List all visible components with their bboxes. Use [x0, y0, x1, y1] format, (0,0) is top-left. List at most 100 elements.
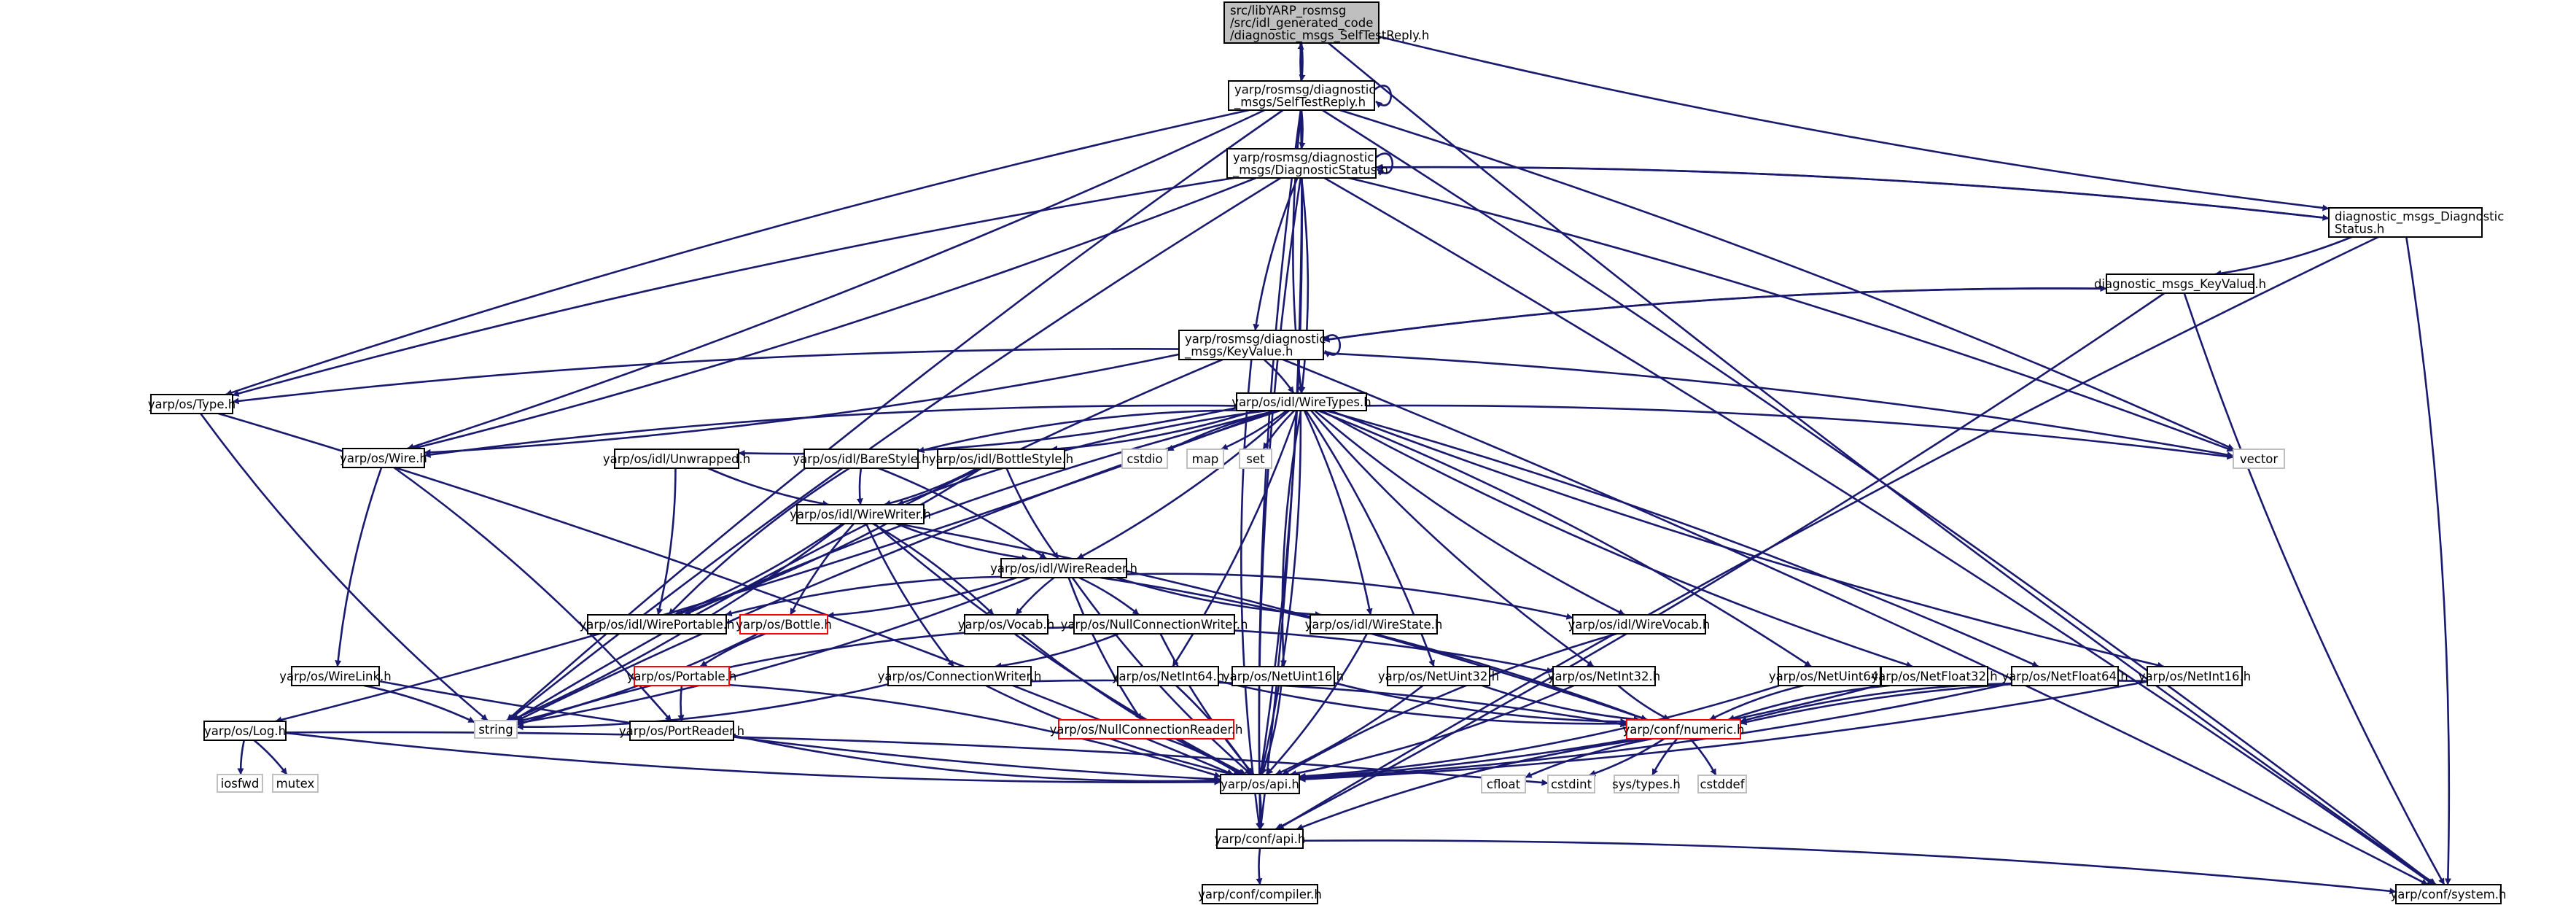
node-selftest[interactable]: yarp/rosmsg/diagnostic_msgs/SelfTestRepl…	[1228, 80, 1375, 111]
edge-netuint32-to-osapi	[1275, 684, 1424, 776]
node-label: yarp/conf/numeric.h	[1623, 723, 1745, 737]
edge-selftest-to-wire	[407, 109, 1265, 450]
node-box	[217, 774, 263, 793]
node-label: yarp/os/idl/WireTypes.h	[1231, 395, 1371, 409]
node-portreader[interactable]: yarp/os/PortReader.h	[619, 721, 744, 741]
node-label: yarp/os/ConnectionWriter.h	[878, 670, 1042, 683]
edge-wiretypes-to-netint32	[1310, 410, 1595, 668]
edge-numeric-to-cfloat	[1525, 737, 1653, 779]
edge-keyvalue-to-dmkv	[1323, 285, 2107, 341]
node-box	[937, 449, 1065, 469]
edge-bottle-to-portable	[699, 632, 766, 668]
node-label: yarp/os/idl/BareStyle.h	[793, 452, 929, 466]
node-system[interactable]: yarp/conf/system.h	[2390, 884, 2507, 904]
node-label: yarp/os/NetInt32.h	[1548, 670, 1660, 683]
node-netfloat64[interactable]: yarp/os/NetFloat64.h	[2001, 666, 2128, 686]
edge-keyvalue-to-type	[232, 348, 1180, 405]
node-label: yarp/os/Portable.h	[627, 670, 737, 683]
edge-bottlestyle-to-wireportable	[676, 467, 982, 616]
edge-wirewriter-to-connwriter	[865, 523, 955, 667]
node-label: yarp/os/idl/WireReader.h	[990, 562, 1137, 575]
edge-netuint64-to-numeric	[1709, 684, 1804, 721]
edge-wiretypes-to-wirevocab	[1314, 410, 1625, 616]
node-log[interactable]: yarp/os/Log.h	[203, 721, 287, 741]
edge-wiretypes-to-netfloat32	[1321, 409, 1913, 668]
node-unwrapped[interactable]: yarp/os/idl/Unwrapped.h	[603, 449, 750, 469]
edge-selftest-to-type	[225, 109, 1250, 396]
node-box	[1121, 449, 1168, 469]
edge-bottlestyle-to-wirewriter	[884, 467, 978, 507]
edge-selftest-to-root	[1297, 42, 1304, 82]
node-connwriter[interactable]: yarp/os/ConnectionWriter.h	[878, 666, 1042, 686]
node-netint64[interactable]: yarp/os/NetInt64.h	[1112, 666, 1224, 686]
edge-numeric-to-cstdint	[1589, 737, 1665, 777]
node-box	[1058, 719, 1234, 740]
edge-confapi-to-system	[1302, 839, 2397, 895]
node-netint32[interactable]: yarp/os/NetInt32.h	[1548, 666, 1660, 686]
edge-keyvalue-to-vector	[1323, 352, 2234, 458]
node-osapi[interactable]: yarp/os/api.h	[1220, 774, 1300, 794]
node-wireportable[interactable]: yarp/os/idl/WirePortable.h	[580, 614, 735, 635]
node-bottlestyle[interactable]: yarp/os/idl/BottleStyle.h	[929, 449, 1073, 469]
node-box	[587, 614, 727, 635]
node-label: map	[1192, 452, 1219, 466]
node-mutex: mutex	[272, 774, 319, 793]
edge-dmkv-to-confapi	[1275, 292, 2166, 831]
node-netint16[interactable]: yarp/os/NetInt16.h	[2139, 666, 2251, 686]
edge-wirestate-to-osapi	[1266, 633, 1368, 775]
edge-type-to-string	[200, 413, 489, 721]
node-confapi[interactable]: yarp/conf/api.h	[1215, 829, 1306, 849]
node-vocab[interactable]: yarp/os/Vocab.h	[958, 614, 1054, 635]
node-wirestate[interactable]: yarp/os/idl/WireState.h	[1305, 614, 1443, 635]
node-label: /src/idl_generated_code	[1230, 16, 1373, 31]
edge-selftest-to-selftest	[1374, 85, 1393, 108]
node-wiretypes[interactable]: yarp/os/idl/WireTypes.h	[1231, 392, 1371, 411]
node-portable[interactable]: yarp/os/Portable.h	[627, 666, 737, 686]
node-label: yarp/rosmsg/diagnostic	[1234, 83, 1375, 97]
node-numeric[interactable]: yarp/conf/numeric.h	[1623, 719, 1745, 740]
edge-wiretypes-to-osapi	[1258, 410, 1302, 775]
edge-wiretypes-to-vector	[1366, 404, 2234, 460]
edge-barestyle-to-wireportable	[668, 467, 850, 616]
edge-wiretypes-to-wirestate	[1303, 410, 1373, 616]
node-nullconnreader[interactable]: yarp/os/NullConnectionReader.h	[1050, 719, 1243, 740]
edge-dmds-to-system	[2405, 236, 2451, 885]
node-compiler[interactable]: yarp/conf/compiler.h	[1198, 884, 1322, 904]
node-diagstatus[interactable]: yarp/rosmsg/diagnostic_msgs/DiagnosticSt…	[1226, 148, 1388, 179]
node-wirevocab[interactable]: yarp/os/idl/WireVocab.h	[1568, 614, 1711, 635]
node-keyvalue[interactable]: yarp/rosmsg/diagnostic_msgs/KeyValue.h	[1178, 330, 1326, 360]
node-box	[887, 666, 1032, 686]
node-box	[474, 720, 518, 739]
node-dmkv[interactable]: diagnostic_msgs_KeyValue.h	[2094, 273, 2266, 294]
edge-wiretypes-to-barestyle	[917, 409, 1237, 454]
node-wirelink[interactable]: yarp/os/WireLink.h	[279, 666, 392, 686]
node-label: yarp/os/NetInt16.h	[2139, 670, 2251, 683]
node-wirereader[interactable]: yarp/os/idl/WireReader.h	[990, 558, 1137, 578]
node-box	[2011, 666, 2119, 686]
node-label: yarp/os/NetInt64.h	[1112, 670, 1224, 683]
edge-wiretypes-to-netint16	[1329, 409, 2165, 669]
node-box	[1216, 829, 1304, 849]
node-wire[interactable]: yarp/os/Wire.h	[340, 448, 427, 468]
edge-confapi-to-compiler	[1256, 847, 1263, 885]
node-netuint32[interactable]: yarp/os/NetUint32.h	[1378, 666, 1499, 686]
node-netuint16[interactable]: yarp/os/NetUint16.h	[1223, 666, 1344, 686]
node-dmds[interactable]: diagnostic_msgs_DiagnosticStatus.h	[2328, 207, 2504, 238]
edge-bottlestyle-to-wirereader	[1005, 467, 1059, 559]
node-barestyle[interactable]: yarp/os/idl/BareStyle.h	[793, 449, 930, 469]
node-bottle[interactable]: yarp/os/Bottle.h	[736, 614, 832, 635]
edge-wirewriter-to-osapi	[873, 523, 1247, 776]
node-root[interactable]: src/libYARP_rosmsg/src/idl_generated_cod…	[1223, 1, 1429, 44]
node-label: diagnostic_msgs_Diagnostic	[2335, 210, 2504, 225]
node-type[interactable]: yarp/os/Type.h	[148, 394, 236, 414]
edge-diagstatus-to-confapi	[1257, 177, 1302, 830]
node-label: iosfwd	[221, 777, 260, 791]
node-nullconnwriter[interactable]: yarp/os/NullConnectionWriter.h	[1061, 614, 1248, 635]
edge-netint64-to-numeric	[1218, 680, 1627, 727]
node-wirewriter[interactable]: yarp/os/idl/WireWriter.h	[790, 504, 931, 524]
edge-diagstatus-to-vector	[1348, 176, 2234, 452]
node-box	[1697, 775, 1747, 793]
edge-barestyle-to-wirewriter	[856, 467, 863, 505]
node-string: string	[474, 720, 518, 739]
node-netfloat32[interactable]: yarp/os/NetFloat32.h	[1871, 666, 1998, 686]
